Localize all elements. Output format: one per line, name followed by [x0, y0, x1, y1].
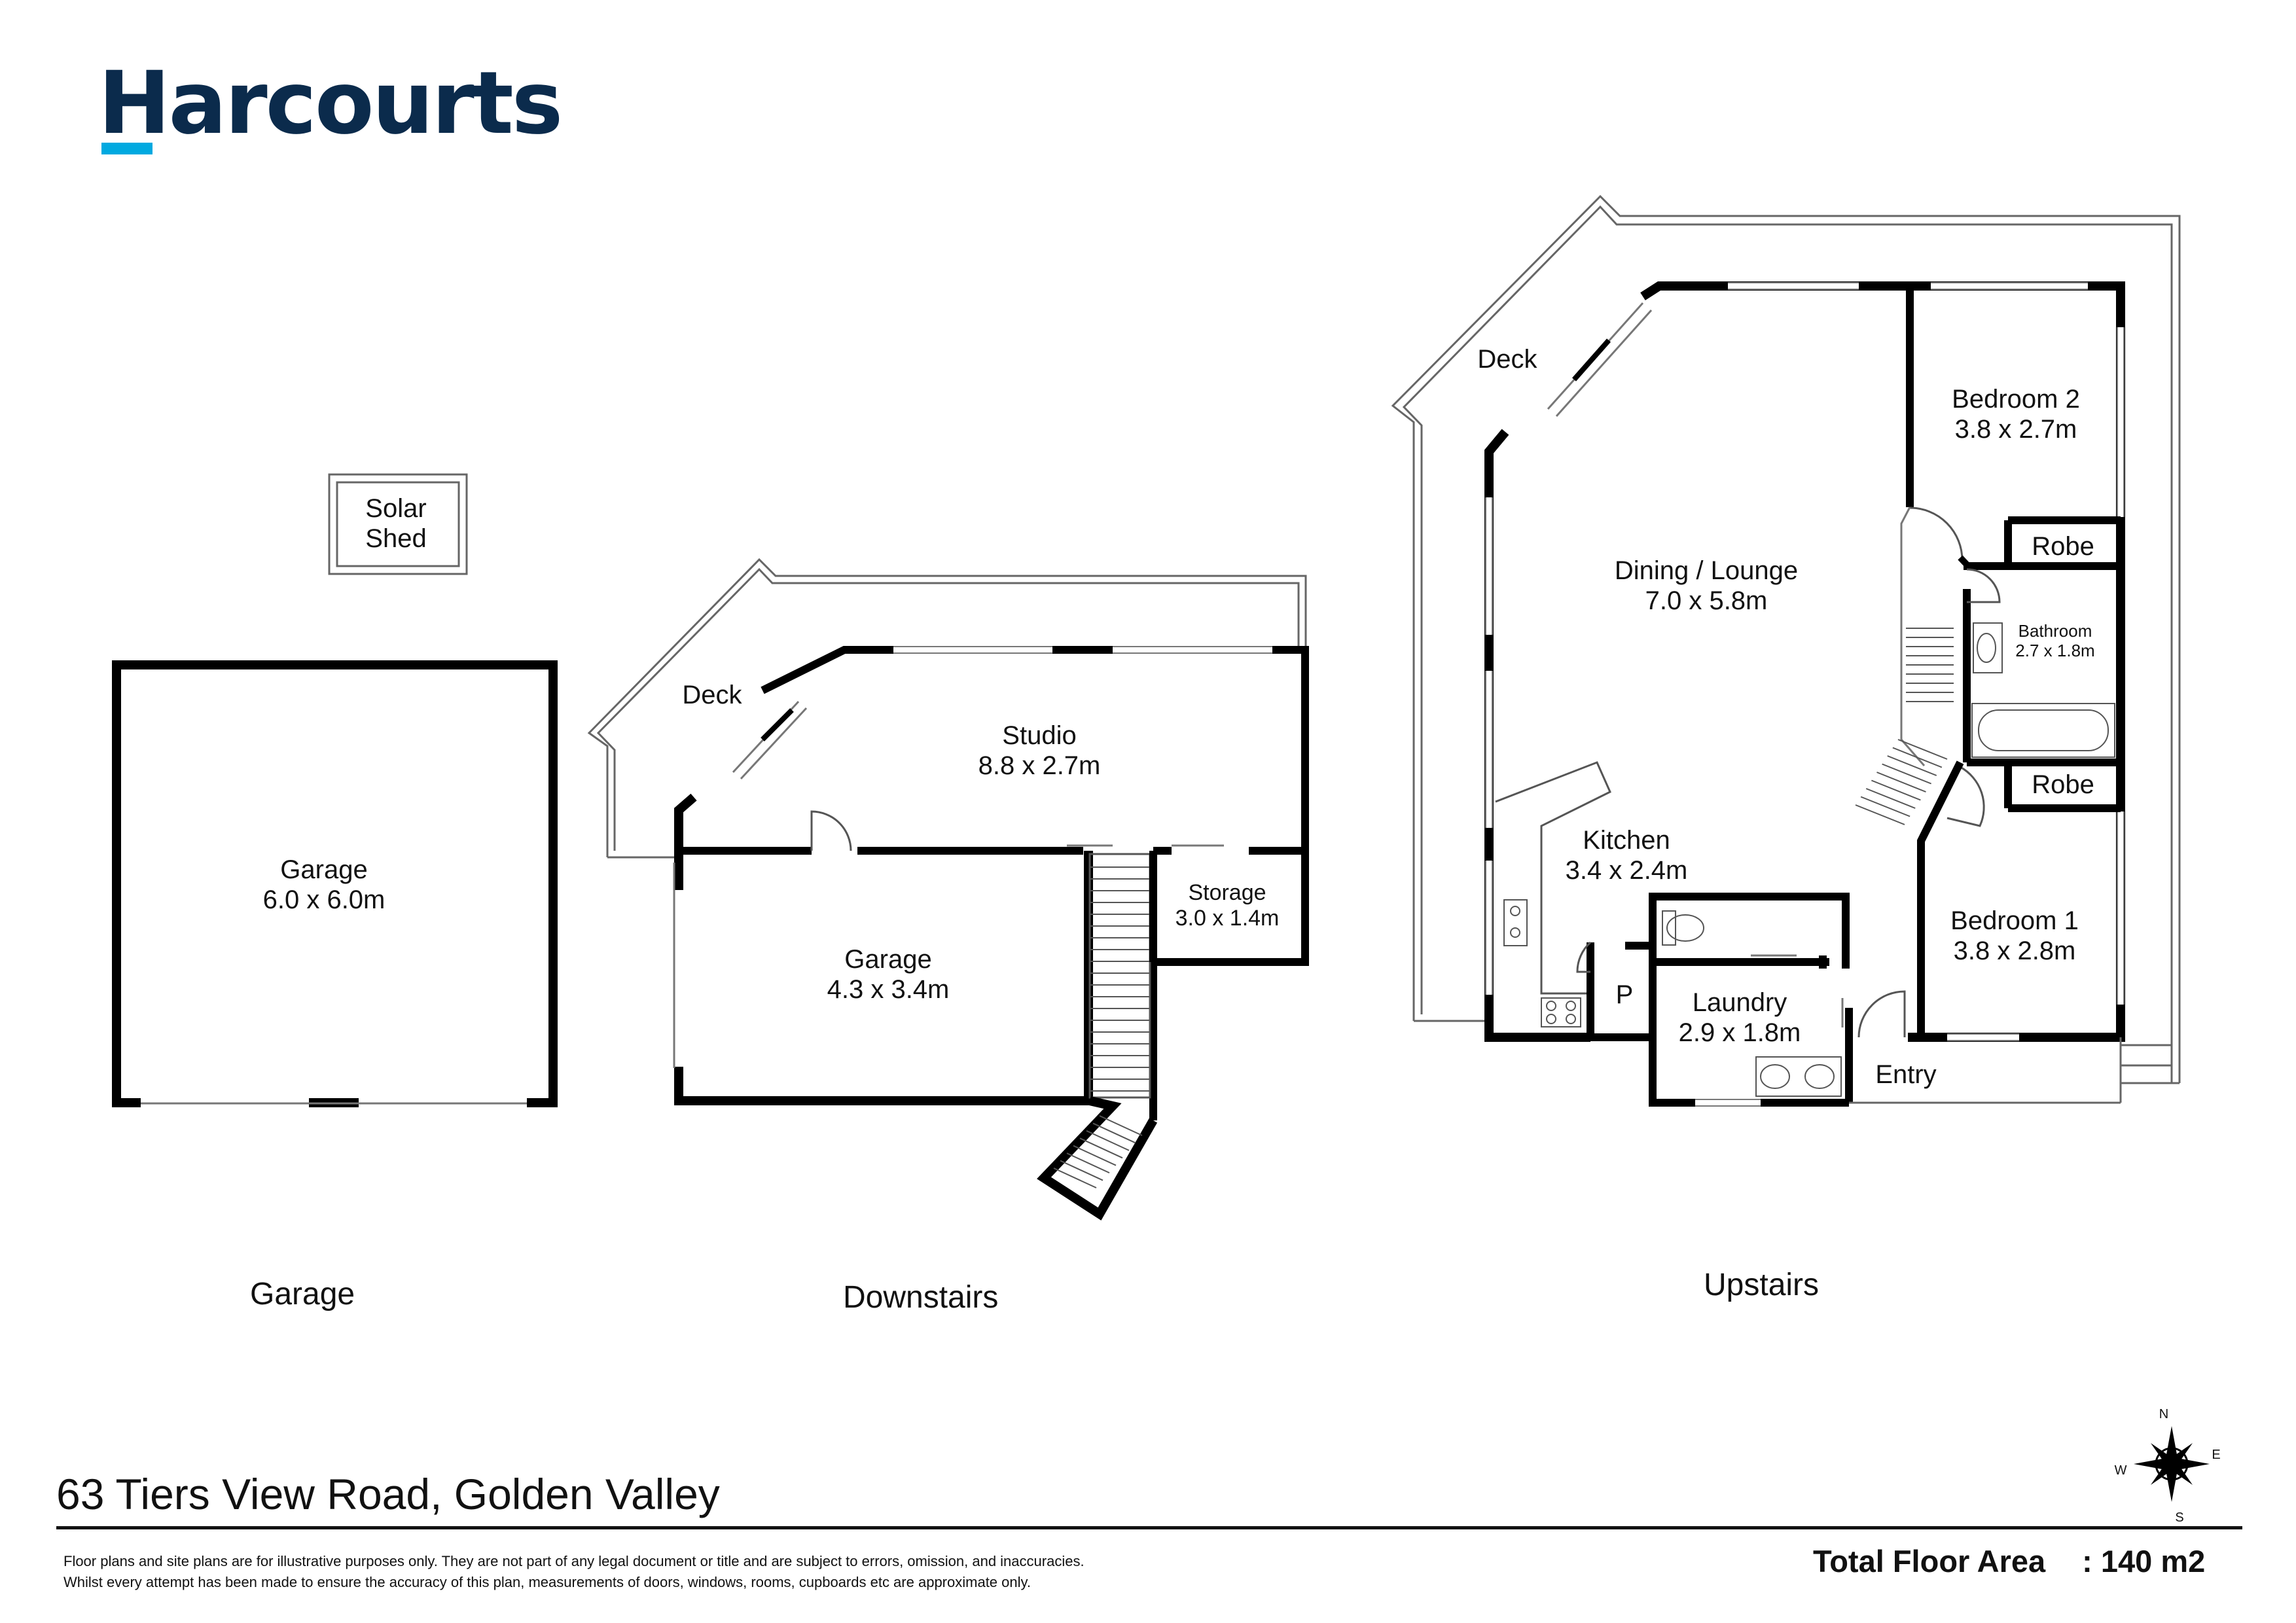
door-swing	[1909, 507, 1964, 561]
disclaimer-line-1: Floor plans and site plans are for illus…	[63, 1553, 1085, 1569]
entry-door-swing	[1857, 990, 1906, 1038]
room-label-line: 3.8 x 2.8m	[1954, 936, 2076, 965]
compass-s: S	[2175, 1510, 2183, 1525]
deck-outline	[587, 558, 1307, 857]
section-label-downstairs: Downstairs	[843, 1280, 999, 1315]
garage-down-walls	[674, 851, 1093, 1105]
room-label-line: Garage	[844, 945, 931, 974]
room-label-line: Kitchen	[1583, 826, 1670, 855]
laundry-wall	[1590, 1033, 1849, 1107]
bathtub	[1971, 703, 2115, 758]
property-address: 63 Tiers View Road, Golden Valley	[56, 1470, 720, 1518]
upstairs-wall	[1640, 281, 2125, 1042]
disclaimer-line-2: Whilst every attempt has been made to en…	[63, 1574, 1031, 1590]
logo-accent-bar	[101, 143, 152, 154]
downstairs-building	[587, 558, 1309, 1221]
harcourts-logo: Harcourts	[98, 53, 563, 154]
room-label-line: Robe	[2032, 770, 2094, 799]
total-floor-area: Total Floor Area : 140 m2	[1813, 1543, 2217, 1579]
room-label-line: Storage	[1188, 880, 1266, 905]
room-label-line: Bedroom 2	[1952, 385, 2080, 414]
section-label-upstairs: Upstairs	[1704, 1268, 1820, 1302]
room-label-line: 3.8 x 2.7m	[1955, 415, 2077, 444]
disclaimer: Floor plans and site plans are for illus…	[63, 1551, 1307, 1593]
footer-divider	[56, 1526, 2242, 1529]
total-floor-area-label: Total Floor Area	[1813, 1544, 2046, 1578]
garage-building	[112, 473, 558, 1107]
compass-e: E	[2212, 1448, 2220, 1462]
basin	[1973, 622, 2003, 673]
room-label-line: 4.3 x 3.4m	[827, 975, 950, 1004]
upstairs-deck-outline	[1391, 194, 2181, 1083]
door-swing	[810, 810, 852, 851]
stairs	[1088, 853, 1151, 1099]
label-deck-up: Deck	[1477, 345, 1537, 374]
compass-n: N	[2159, 1407, 2168, 1421]
toilet	[1662, 910, 1676, 946]
room-label-line: 3.4 x 2.4m	[1566, 856, 1688, 885]
sink	[1503, 899, 1528, 946]
garage-walls	[112, 660, 558, 1103]
solar-shed-inner	[336, 481, 460, 567]
studio-wall	[761, 646, 1309, 1120]
room-label-line: Entry	[1875, 1060, 1936, 1089]
room-label-line: Studio	[1002, 721, 1076, 750]
laundry-tubs	[1755, 1056, 1842, 1097]
room-label-line: 8.8 x 2.7m	[978, 751, 1101, 780]
room-label-line: Laundry	[1693, 988, 1787, 1017]
upstairs-wall	[1484, 429, 1590, 1042]
label-robe1: Robe	[2032, 532, 2094, 561]
room-label-line: 6.0 x 6.0m	[263, 885, 386, 914]
solar-shed-outline	[328, 473, 468, 575]
room-label-line: Bedroom 1	[1950, 906, 2079, 935]
room-label-line: Dining / Lounge	[1615, 556, 1798, 585]
label-pantry: P	[1616, 980, 1634, 1009]
label-robe2: Robe	[2032, 770, 2094, 799]
compass-rose: N E S W	[2115, 1407, 2221, 1525]
label-deck-down: Deck	[682, 681, 742, 709]
bedroom1-wall	[1908, 760, 1964, 1041]
room-label-line: Robe	[2032, 532, 2094, 561]
room-label-line: 2.9 x 1.8m	[1679, 1018, 1801, 1047]
label-entry: Entry	[1875, 1060, 1936, 1089]
upstairs-building	[1391, 194, 2181, 1107]
room-label-line: Deck	[682, 681, 742, 709]
total-floor-area-value: : 140 m2	[2082, 1544, 2206, 1578]
room-label-line: Garage	[280, 855, 367, 884]
studio-wall	[674, 793, 697, 890]
room-label-line: 2.7 x 1.8m	[2015, 641, 2094, 660]
room-label-line: 7.0 x 5.8m	[1645, 586, 1768, 615]
compass-w: W	[2115, 1463, 2127, 1478]
toilet-wall	[1625, 893, 1850, 969]
room-label-line: Shed	[365, 524, 426, 553]
section-label-garage: Garage	[250, 1277, 355, 1311]
cooktop	[1541, 997, 1581, 1027]
stair-rail	[1900, 507, 1926, 766]
kitchen-bench	[1495, 761, 1611, 995]
stairs-landing-wall	[1037, 1096, 1158, 1221]
room-label-line: Deck	[1477, 345, 1537, 374]
room-label-line: Bathroom	[2018, 621, 2092, 641]
room-label-line: Solar	[365, 494, 426, 523]
deck-outline-inner	[596, 567, 1300, 851]
room-label-line: 3.0 x 1.4m	[1175, 906, 1280, 931]
room-label-line: P	[1616, 980, 1634, 1009]
